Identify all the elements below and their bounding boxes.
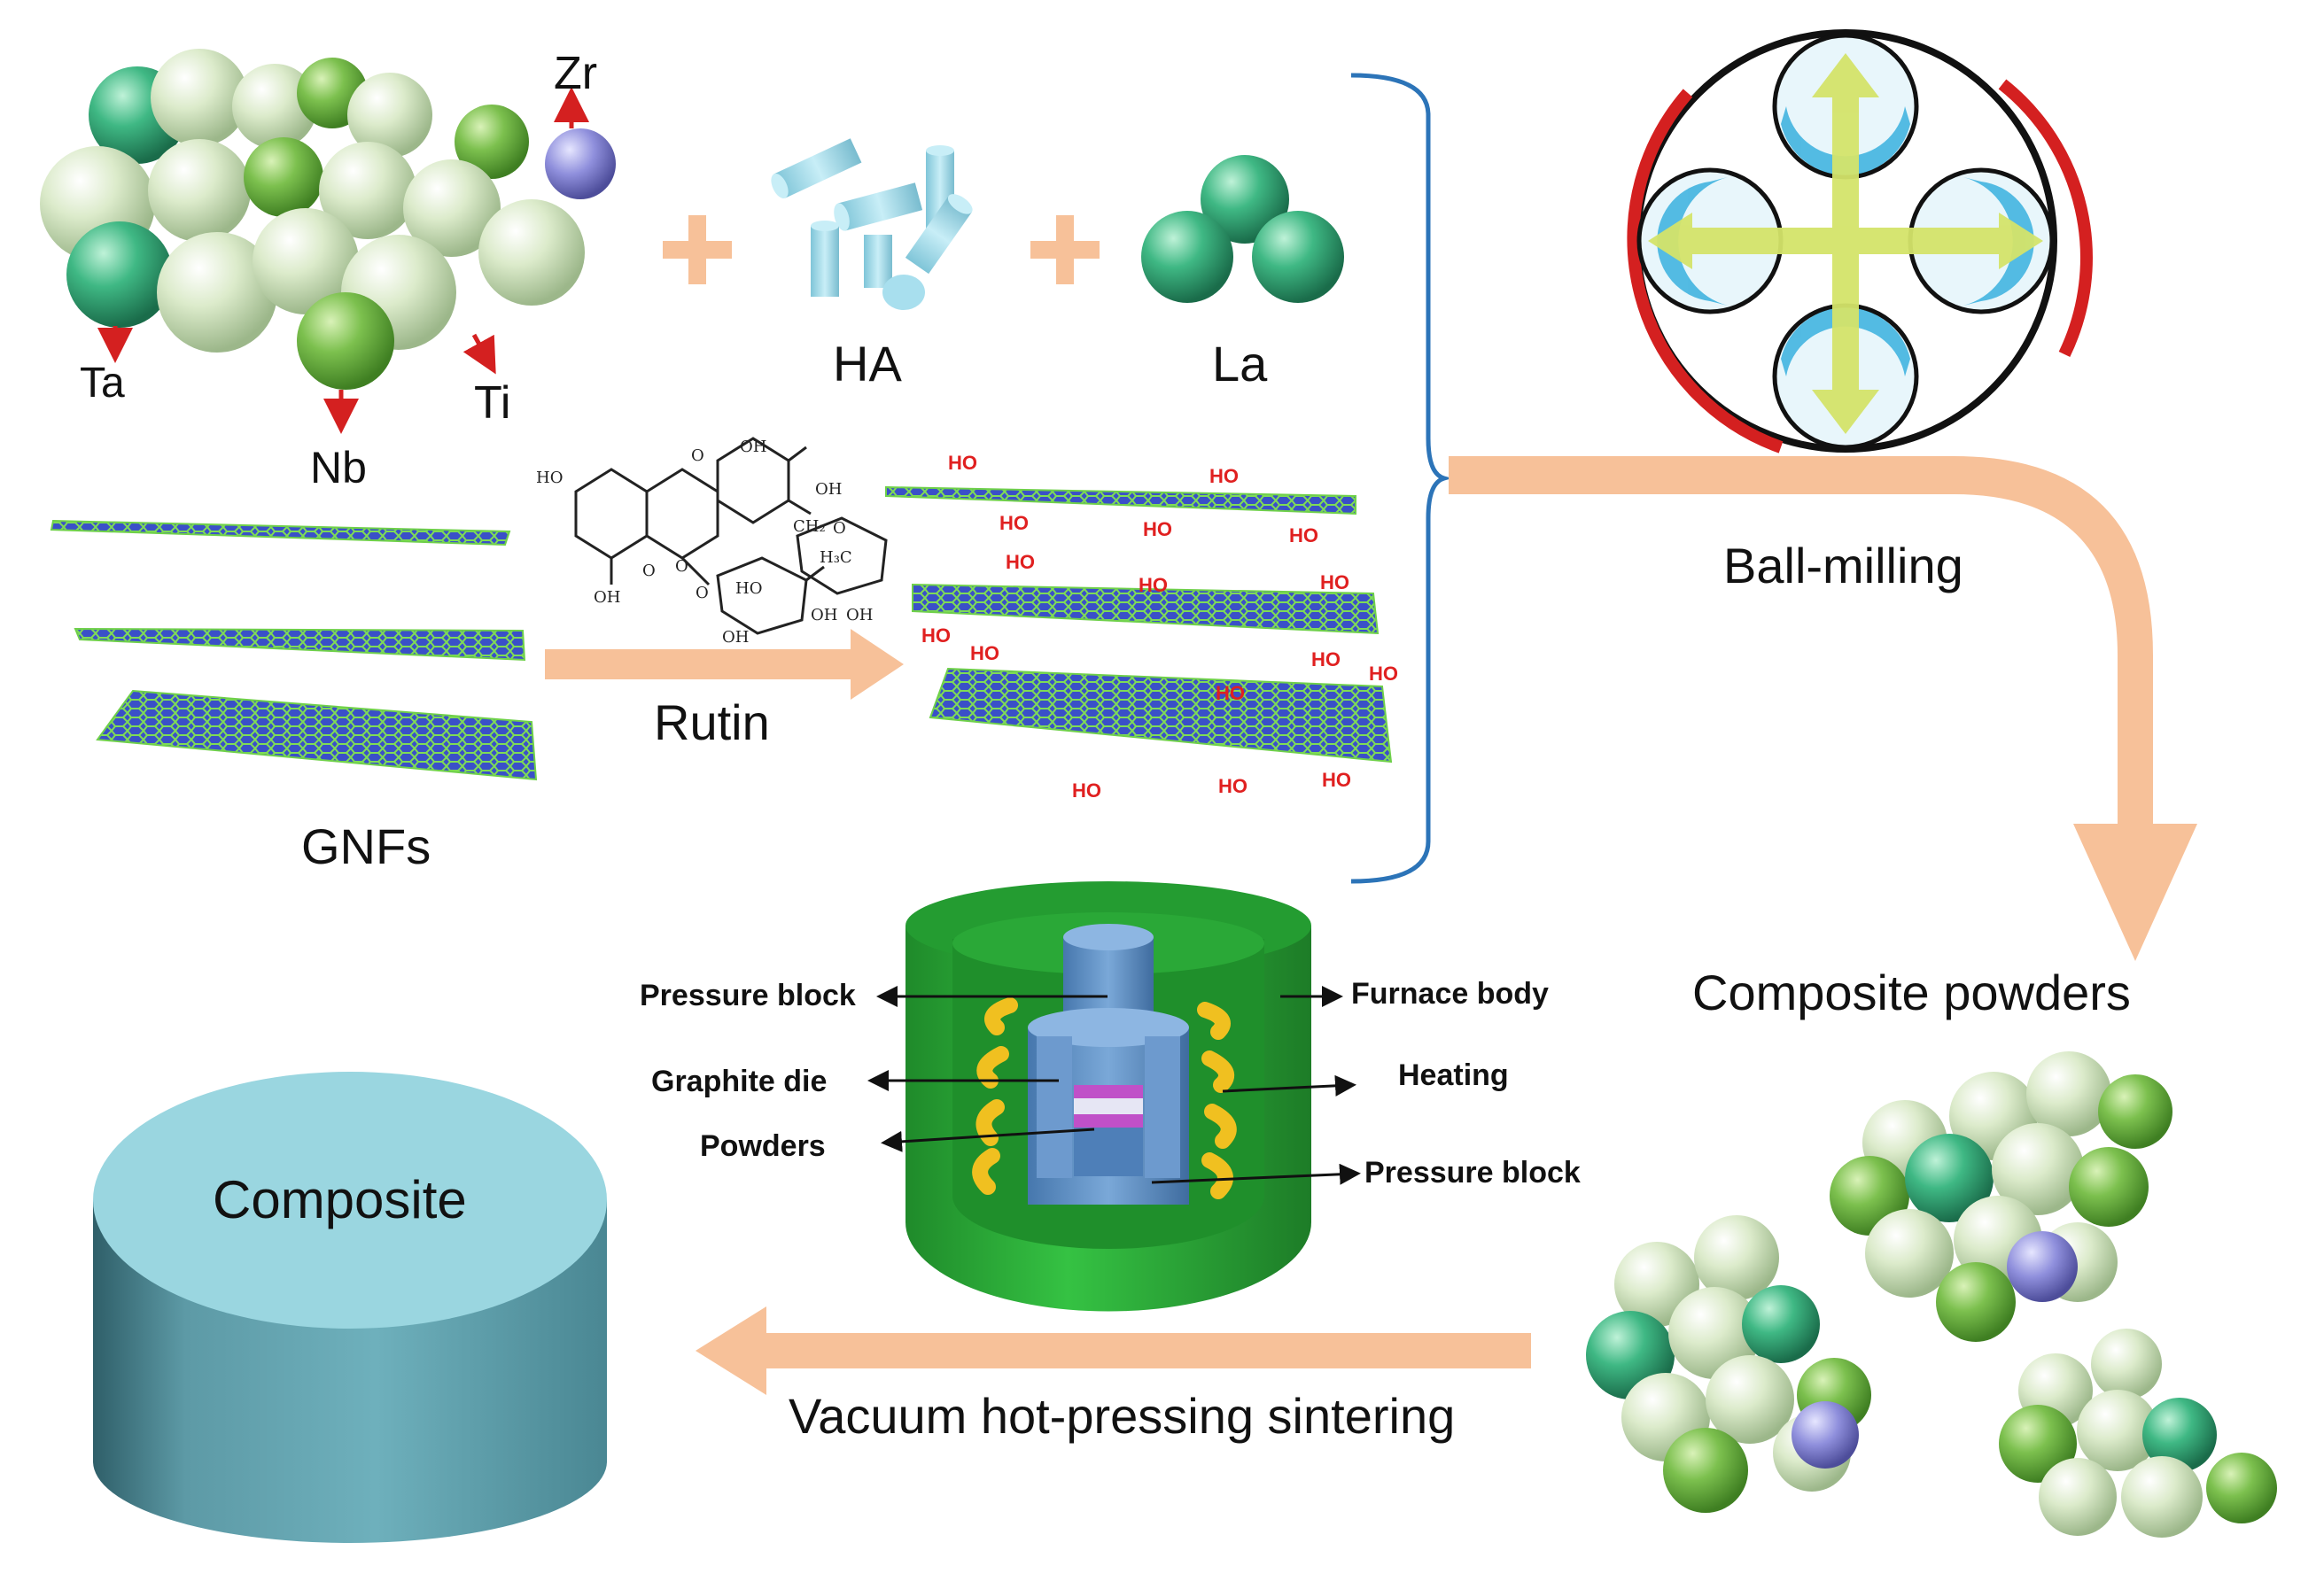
label-composite-powders: Composite powders <box>1692 965 2131 1020</box>
svg-text:O: O <box>696 584 709 602</box>
label-pressure-block-top: Pressure block <box>640 979 856 1012</box>
svg-text:HO: HO <box>536 469 563 487</box>
svg-text:O: O <box>691 446 704 465</box>
composite-cylinder <box>93 1072 607 1543</box>
svg-text:O: O <box>833 519 846 538</box>
svg-text:HO: HO <box>1369 663 1398 685</box>
label-zr: Zr <box>554 48 597 99</box>
label-ta: Ta <box>80 360 125 407</box>
svg-text:CH₂: CH₂ <box>793 517 826 536</box>
metal-powder-cluster <box>40 49 616 390</box>
svg-text:OH: OH <box>846 606 873 624</box>
hydroxyl-labels: HO HO HO HO HO HO HO HO HO HO HO HO HO H… <box>921 452 1398 802</box>
svg-text:HO: HO <box>1216 682 1245 704</box>
svg-text:OH: OH <box>811 606 837 624</box>
plus-icon <box>1030 215 1100 284</box>
svg-text:HO: HO <box>1289 524 1318 546</box>
rutin-molecule <box>574 437 888 635</box>
svg-text:HO: HO <box>1143 518 1172 540</box>
svg-text:HO: HO <box>1322 769 1351 791</box>
svg-text:OH: OH <box>594 588 620 607</box>
label-ball-milling: Ball-milling <box>1723 538 1963 593</box>
label-pressure-block-bottom: Pressure block <box>1364 1156 1581 1190</box>
svg-text:O: O <box>675 557 688 576</box>
element-pointer-arrows <box>97 87 589 434</box>
ball-milling-arrow <box>1449 456 2197 961</box>
ball-mill-icon <box>1627 29 2093 453</box>
svg-text:HO: HO <box>1072 779 1101 802</box>
sintering-arrow <box>696 1306 1531 1395</box>
la-spheres <box>1141 155 1344 303</box>
label-rutin: Rutin <box>654 694 770 750</box>
svg-text:HO: HO <box>1320 571 1349 593</box>
label-powders: Powders <box>700 1129 826 1163</box>
svg-text:HO: HO <box>970 642 999 664</box>
svg-text:HO: HO <box>1006 551 1035 573</box>
label-composite: Composite <box>213 1170 467 1229</box>
svg-text:OH: OH <box>740 438 766 456</box>
plus-icon <box>663 215 732 284</box>
label-gnfs: GNFs <box>301 818 431 874</box>
svg-text:O: O <box>642 562 656 580</box>
svg-text:OH: OH <box>722 628 749 647</box>
hot-press-furnace <box>906 881 1311 1312</box>
svg-text:OH: OH <box>815 480 842 499</box>
label-graphite-die: Graphite die <box>651 1065 827 1098</box>
label-heating: Heating <box>1398 1058 1509 1092</box>
rutin-molecule-labels: OH OH HO OH O O O CH₂ O H₃C HO OH OH OH … <box>536 438 873 647</box>
label-la: La <box>1212 336 1268 391</box>
grouping-bracket <box>1350 73 1453 884</box>
ha-cylinders <box>771 138 973 310</box>
svg-text:HO: HO <box>948 452 977 474</box>
functionalized-gnf-sheets <box>885 485 1393 763</box>
label-nb: Nb <box>310 443 367 492</box>
composite-powder-clusters <box>1586 1051 2277 1538</box>
label-sintering: Vacuum hot-pressing sintering <box>789 1388 1455 1444</box>
svg-text:HO: HO <box>735 579 762 598</box>
svg-text:HO: HO <box>1209 465 1239 487</box>
svg-text:HO: HO <box>1139 574 1168 596</box>
label-furnace-body: Furnace body <box>1351 977 1549 1011</box>
svg-text:H₃C: H₃C <box>820 548 852 567</box>
svg-text:HO: HO <box>999 512 1029 534</box>
rutin-arrow <box>545 629 904 700</box>
svg-text:HO: HO <box>1218 775 1247 797</box>
label-ha: HA <box>833 336 902 391</box>
gnf-sheets <box>50 519 538 781</box>
label-ti: Ti <box>474 377 510 429</box>
furnace-callout-lines <box>867 986 1361 1185</box>
svg-text:HO: HO <box>1311 648 1341 670</box>
svg-text:HO: HO <box>921 624 951 647</box>
